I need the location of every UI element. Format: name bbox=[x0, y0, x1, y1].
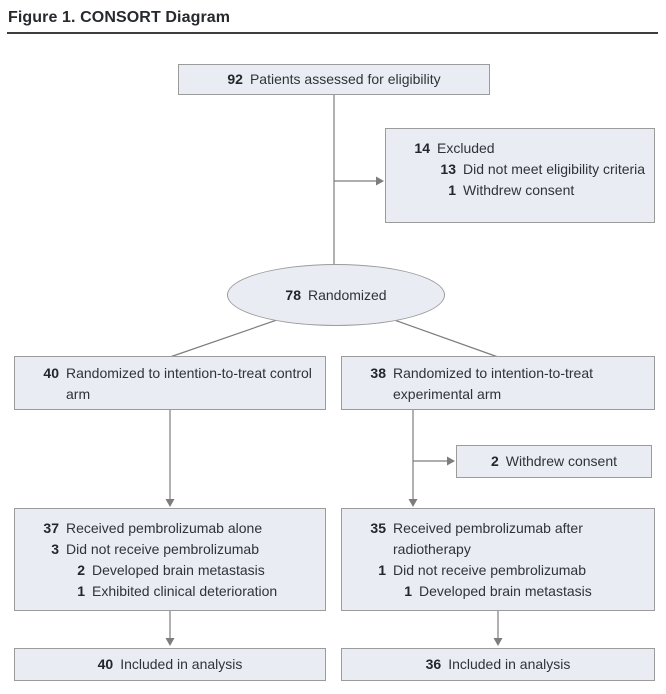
entry-label: Received pembrolizumab after radiotherap… bbox=[393, 520, 583, 557]
entry-count: 40 bbox=[97, 656, 114, 672]
entry-label: Did not receive pembrolizumab bbox=[393, 562, 586, 578]
withdrew-consent-box: 2 Withdrew consent bbox=[456, 445, 652, 478]
flow-entry: 14 Excluded bbox=[404, 138, 646, 159]
entry-count: 3 bbox=[51, 541, 59, 557]
entry-label: Included in analysis bbox=[120, 656, 243, 672]
entry-label: Withdrew consent bbox=[463, 182, 575, 198]
arrowhead-experimental-received bbox=[408, 499, 418, 507]
flow-entry: 1 Withdrew consent bbox=[430, 180, 646, 201]
flow-entry: 2 Withdrew consent bbox=[491, 451, 617, 472]
entry-label: Randomized bbox=[307, 287, 387, 303]
control-analysis-box: 40 Included in analysis bbox=[14, 648, 326, 681]
entry-label: Randomized to intention-to-treat control… bbox=[66, 365, 312, 402]
flow-entry: 1 Developed brain metastasis bbox=[386, 581, 646, 602]
control-received-box: 37 Received pembrolizumab alone 3 Did no… bbox=[14, 508, 326, 611]
control-arm-box: 40 Randomized to intention-to-treat cont… bbox=[14, 356, 326, 410]
entry-label: Randomized to intention-to-treat experim… bbox=[393, 365, 593, 402]
entry-count: 1 bbox=[448, 182, 456, 198]
flow-entry: 2 Developed brain metastasis bbox=[59, 560, 317, 581]
arrowhead-control-received bbox=[165, 499, 175, 507]
entry-label: Did not receive pembrolizumab bbox=[66, 541, 259, 557]
flow-entry: 1 Exhibited clinical deterioration bbox=[59, 581, 317, 602]
excluded-box: 14 Excluded 13 Did not meet eligibility … bbox=[385, 128, 655, 223]
entry-count: 78 bbox=[285, 287, 301, 303]
flow-entry: 3 Did not receive pembrolizumab bbox=[33, 539, 317, 560]
entry-count: 1 bbox=[378, 562, 386, 578]
experimental-analysis-box: 36 Included in analysis bbox=[341, 648, 655, 681]
entry-count: 14 bbox=[414, 140, 430, 156]
arrowhead-excluded bbox=[376, 176, 384, 186]
entry-count: 37 bbox=[43, 520, 59, 536]
entry-count: 38 bbox=[370, 365, 386, 381]
flow-entry: 92 Patients assessed for eligibility bbox=[227, 69, 440, 90]
experimental-received-box: 35 Received pembrolizumab after radiothe… bbox=[341, 508, 655, 611]
figure-title: Figure 1. CONSORT Diagram bbox=[8, 9, 231, 26]
entry-count: 92 bbox=[227, 71, 243, 87]
entry-count: 1 bbox=[404, 583, 412, 599]
entry-label: Did not meet eligibility criteria bbox=[463, 161, 646, 177]
entry-label: Withdrew consent bbox=[505, 453, 618, 469]
flow-entry: 78 Randomized bbox=[285, 287, 386, 303]
entry-label: Exhibited clinical deterioration bbox=[92, 583, 278, 599]
entry-label: Patients assessed for eligibility bbox=[249, 71, 441, 87]
entry-count: 2 bbox=[77, 562, 85, 578]
flow-entry: 40 Randomized to intention-to-treat cont… bbox=[33, 363, 317, 405]
flow-entry: 35 Received pembrolizumab after radiothe… bbox=[360, 518, 646, 560]
flow-entry: 37 Received pembrolizumab alone bbox=[33, 518, 317, 539]
flow-entry: 38 Randomized to intention-to-treat expe… bbox=[360, 363, 646, 405]
entry-count: 36 bbox=[425, 656, 442, 672]
arrowhead-experimental-analysis bbox=[493, 638, 503, 646]
entry-label: Included in analysis bbox=[448, 656, 571, 672]
flow-entry: 40 Included in analysis bbox=[98, 654, 243, 675]
flow-entry: 13 Did not meet eligibility criteria bbox=[430, 159, 646, 180]
entry-count: 1 bbox=[77, 583, 85, 599]
randomized-ellipse: 78 Randomized bbox=[227, 264, 445, 326]
entry-label: Received pembrolizumab alone bbox=[66, 520, 263, 536]
figure-header: Figure 1. CONSORT Diagram bbox=[7, 0, 658, 34]
assessed-box: 92 Patients assessed for eligibility bbox=[178, 64, 490, 95]
entry-count: 13 bbox=[440, 161, 456, 177]
entry-label: Developed brain metastasis bbox=[419, 583, 592, 599]
entry-label: Developed brain metastasis bbox=[92, 562, 265, 578]
entry-count: 40 bbox=[43, 365, 59, 381]
flow-entry: 1 Did not receive pembrolizumab bbox=[360, 560, 646, 581]
flow-entry: 36 Included in analysis bbox=[426, 654, 571, 675]
arrowhead-control-analysis bbox=[165, 638, 175, 646]
entry-count: 2 bbox=[490, 453, 499, 469]
arrowhead-withdrew bbox=[447, 456, 455, 466]
entry-count: 35 bbox=[370, 520, 386, 536]
entry-label: Excluded bbox=[437, 140, 495, 156]
experimental-arm-box: 38 Randomized to intention-to-treat expe… bbox=[341, 356, 655, 410]
